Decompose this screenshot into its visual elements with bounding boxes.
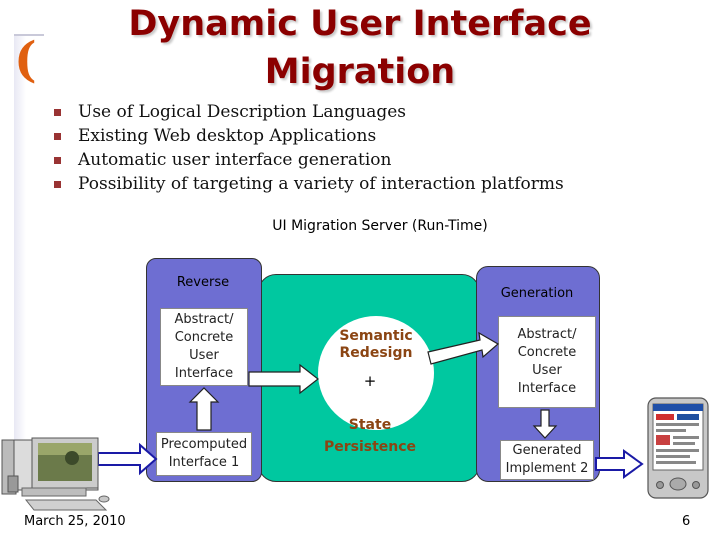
bullet-item: Use of Logical Description Languages [50, 100, 564, 124]
semantic-redesign-ellipse [318, 316, 434, 430]
server-label: UI Migration Server (Run-Time) [272, 218, 488, 234]
bullet-square-icon [54, 133, 61, 140]
reverse-abstract-box: Abstract/ Concrete User Interface [160, 308, 248, 386]
decorative-side-bar [14, 34, 26, 474]
right-arrow-from-desktop-icon [97, 442, 158, 476]
bullet-list: Use of Logical Description Languages Exi… [50, 100, 564, 196]
box-line: Concrete [517, 345, 577, 360]
title-line-1: Dynamic User Interface [128, 4, 592, 44]
up-arrow-icon [188, 387, 220, 431]
box-line: Interface [517, 381, 577, 396]
decorative-top-line [14, 34, 44, 36]
box-line: Interface [174, 366, 234, 381]
slide-title: Dynamic User Interface Migration [60, 0, 660, 96]
generation-label: Generation [500, 286, 574, 301]
box-line: Abstract/ [174, 312, 234, 327]
state-line: Persistence [323, 439, 417, 455]
footer-date: March 25, 2010 [24, 514, 126, 529]
pda-icon [647, 397, 709, 499]
box-line: Interface 1 [168, 455, 240, 470]
bullet-item: Automatic user interface generation [50, 148, 564, 172]
semantic-redesign-text: Semantic Redesign [320, 328, 432, 362]
generation-abstract-box: Abstract/ Concrete User Interface [498, 316, 596, 408]
box-line: Implement 2 [505, 461, 589, 476]
state-line: State [348, 417, 392, 433]
bullet-square-icon [54, 157, 61, 164]
bullet-text: Use of Logical Description Languages [78, 102, 407, 122]
title-line-2: Migration [264, 52, 456, 92]
bullet-text: Possibility of targeting a variety of in… [78, 174, 564, 194]
bullet-text: Automatic user interface generation [78, 150, 392, 170]
box-line: Concrete [174, 330, 234, 345]
semantic-line: Redesign [339, 345, 413, 361]
right-arrow-to-redesign-icon [248, 363, 319, 395]
box-line: User [189, 348, 219, 363]
box-line: Abstract/ [517, 327, 577, 342]
bullet-item: Existing Web desktop Applications [50, 124, 564, 148]
bullet-square-icon [54, 109, 61, 116]
box-line: User [532, 363, 562, 378]
down-arrow-icon [532, 409, 558, 439]
bullet-text: Existing Web desktop Applications [78, 126, 377, 146]
desktop-computer-icon [1, 437, 110, 511]
decorative-bracket-icon: ( [14, 32, 37, 88]
box-line: Precomputed [160, 437, 248, 452]
precomputed-interface-box: Precomputed Interface 1 [156, 432, 252, 476]
page-number: 6 [682, 514, 691, 529]
state-persistence-text: State Persistence [300, 414, 440, 458]
right-arrow-to-pda-icon [595, 449, 644, 479]
reverse-label: Reverse [176, 275, 230, 290]
right-arrow-from-redesign-icon [427, 331, 500, 365]
semantic-line: Semantic [339, 328, 413, 344]
bullet-item: Possibility of targeting a variety of in… [50, 172, 564, 196]
box-line: Generated [512, 443, 582, 458]
bullet-square-icon [54, 181, 61, 188]
plus-sign: + [363, 372, 377, 390]
generated-implementation-box: Generated Implement 2 [500, 440, 594, 480]
